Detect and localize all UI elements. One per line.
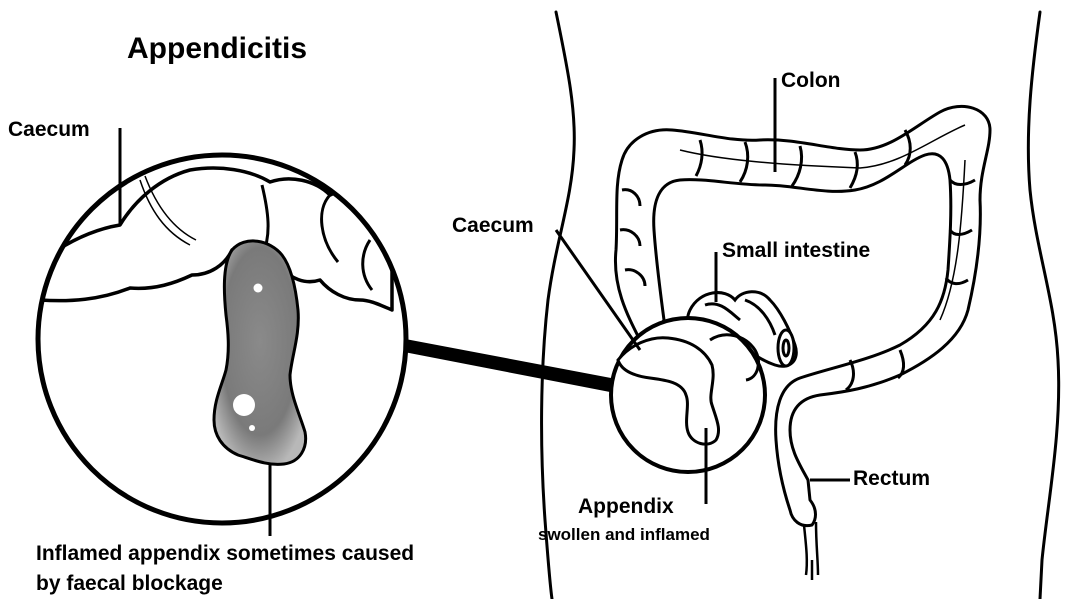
label-caecum-zoom: Caecum [8,119,90,140]
caption-line-2: by faecal blockage [36,573,223,594]
zoom-circle [30,155,406,523]
caption-line-1: Inflamed appendix sometimes caused [36,543,414,564]
label-caecum-body: Caecum [452,215,534,236]
anal-canal [804,522,818,580]
label-appendix: Appendix [578,496,674,517]
zoom-connector [400,338,611,392]
label-colon: Colon [781,70,840,91]
label-small-intestine: Small intestine [722,240,870,261]
label-rectum: Rectum [853,468,930,489]
label-appendix-note: swollen and inflamed [538,526,710,543]
diagram-title: Appendicitis [127,34,307,64]
